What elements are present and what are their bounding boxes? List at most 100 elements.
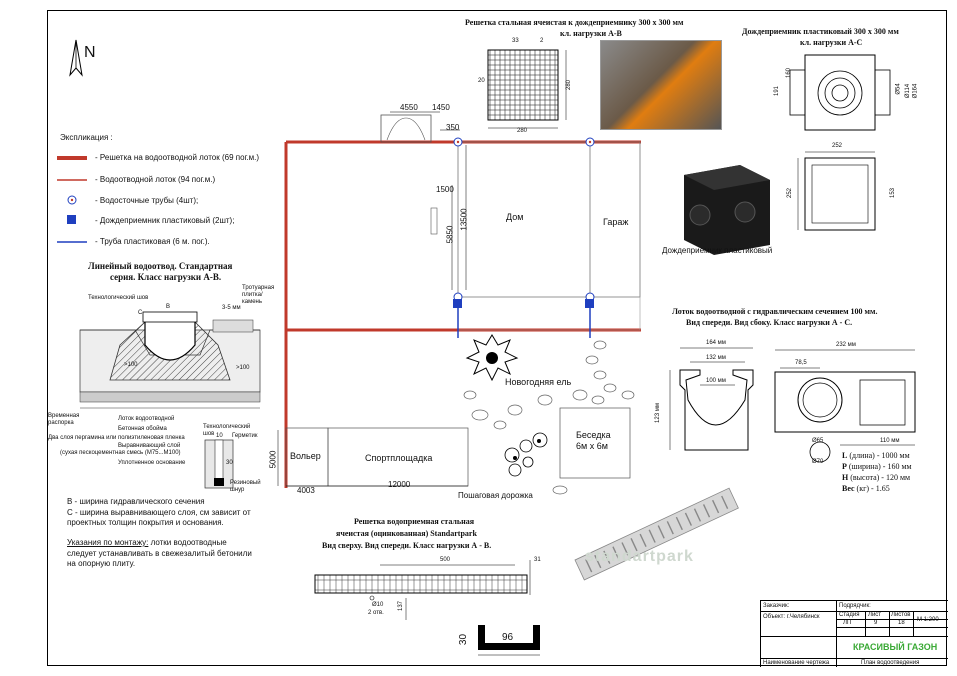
channel-d65: Ø65 [812, 438, 824, 444]
tb-lp: ЛП [843, 620, 852, 626]
legend-item-inlet: - Дождеприемник пластиковый (2шт); [95, 216, 235, 225]
note-mount: Указания по монтажу: лотки водоотводные [67, 538, 227, 547]
drawing-frame [47, 10, 947, 666]
spec-l-key: L [842, 451, 848, 460]
spec-l: L (длина) - 1000 мм [842, 451, 910, 460]
label-beton: Бетонная обойма [118, 426, 167, 432]
label-gazebo-1: Беседка [576, 430, 611, 440]
tb-obyekt: Объект: г.Челябинск [763, 614, 820, 620]
spec-h-key: Н [842, 473, 849, 482]
inlet-d252a: 252 [832, 143, 843, 149]
channel-d164: 164 мм [706, 340, 726, 346]
inlet-d164: Ø164 [912, 83, 919, 99]
dim-12000: 12000 [388, 480, 411, 489]
inlet-photo-caption: Дождеприемник пластиковый [662, 246, 773, 255]
label-upl: Уплотненное основание [118, 460, 186, 466]
note-mount-2: следует устанавливать в свежезалитый бет… [67, 549, 252, 558]
inlet-render [684, 165, 770, 255]
channel-front-drawing [669, 347, 754, 451]
grate-bottom-title-1: Решетка водоприемная стальная [354, 517, 475, 526]
tb-n9: 9 [874, 620, 878, 626]
grate-render [574, 487, 739, 581]
spec-p: Р (ширина) - 160 мм [842, 462, 912, 471]
dim-1500: 1500 [436, 185, 454, 194]
tb-podryadchik: Подрядчик: [839, 603, 871, 609]
grate-d280a: 280 [566, 79, 573, 91]
note-c1: С - ширина выравнивающего слоя, см завис… [67, 508, 251, 517]
channel-cross-section [79, 311, 261, 489]
inlet-title-1: Дождеприемник пластиковый 300 х 300 мм [742, 27, 899, 36]
tb-company: КРАСИВЫЙ ГАЗОН [853, 642, 938, 652]
note-c2: проектных толщин покрытия и основания. [67, 518, 224, 527]
grate-top-title-2: кл. нагрузки А-В [560, 29, 622, 38]
channel-d110: 110 мм [880, 438, 900, 444]
grate-d2-holes: 2 отв. [368, 610, 384, 616]
tb-scale: М 1:200 [917, 617, 939, 623]
label-path: Пошаговая дорожка [458, 491, 533, 500]
label-dim1: 3-5 мм [222, 305, 241, 311]
note-mount-3: на опорную плиту. [67, 559, 136, 568]
spec-h: Н (высота) - 120 мм [842, 473, 910, 482]
dim-350: 350 [446, 123, 460, 132]
label-premium: Временная распорка [48, 413, 80, 426]
inlet-d191: 191 [774, 85, 781, 97]
grate-d33: 33 [512, 38, 519, 44]
legend-item-downpipe: - Водосточные трубы (4шт); [95, 196, 199, 205]
label-aviary: Вольер [290, 451, 321, 461]
label-dim2: >100 [236, 365, 250, 371]
tb-list: Лист [868, 612, 882, 618]
grate-d137: 137 [398, 600, 405, 612]
label-dva-sloya: Два слоя пергамина или полиэтиленовая пл… [48, 435, 185, 441]
dim-13500: 13500 [459, 208, 469, 231]
label-sport: Спортплощадка [365, 453, 433, 463]
label-germetik: Герметик [232, 433, 258, 439]
label-gazebo-2: 6м х 6м [576, 441, 608, 451]
grate-d30: 30 [458, 633, 470, 646]
site-plan [277, 111, 641, 495]
spec-w-key: Вес [842, 484, 855, 493]
spec-h-val: (высота) - 120 мм [848, 473, 911, 482]
label-tech-shov: Технологический шов [88, 295, 149, 301]
north-label: N [84, 44, 96, 61]
label-garage: Гараж [603, 217, 629, 227]
label-trotuar: Тротуарная плитка/ камень [242, 285, 275, 305]
grate-d31: 31 [534, 557, 541, 563]
north-arrow-icon [69, 39, 83, 77]
legend-item-pipe: - Труба пластиковая (6 м. пог.). [95, 237, 210, 246]
bottom-grate-drawing [314, 560, 540, 656]
inlet-title-2: кл. нагрузки А-С [800, 38, 863, 47]
label-dim3: >100 [124, 362, 138, 368]
tb-naim: Наименование чертежа [763, 660, 830, 666]
tb-stadiya: Стадия [839, 612, 860, 618]
note-mount-1: лотки водоотводные [148, 538, 227, 547]
dim-1450: 1450 [432, 103, 450, 112]
inlet-installation-photo [600, 40, 722, 130]
grate-d500: 500 [440, 557, 451, 563]
dim-5000: 5000 [268, 450, 278, 469]
inlet-d54: Ø54 [895, 83, 902, 95]
label-shnur: Резиновый шнур [230, 480, 261, 493]
label-house: Дом [506, 212, 524, 222]
inlet-d160: 160 [786, 67, 793, 79]
label-vyravn: Выравнивающий слой [118, 443, 181, 449]
channel-d70: Ø70 [812, 459, 824, 465]
tb-n18: 18 [898, 620, 905, 626]
channel-d123: 123 мм [654, 403, 661, 423]
legend-item-channel: - Водоотводной лоток (94 пог.м.) [95, 175, 216, 184]
brand-logo: standartpark [585, 548, 694, 565]
dim-4550: 4550 [400, 103, 418, 112]
spec-w-val: (кг) - 1.65 [854, 484, 890, 493]
plastic-inlet-drawing [789, 54, 891, 231]
section-title-1: Линейный водоотвод. Стандартная [88, 261, 233, 271]
channel-d100: 100 мм [706, 378, 726, 384]
tb-plan: План водоотведения [861, 660, 920, 666]
spec-w: Вес (кг) - 1.65 [842, 484, 890, 493]
dim-4003: 4003 [297, 486, 315, 495]
grate-d2: 2 [540, 38, 544, 44]
label-d10: 10 [216, 433, 223, 439]
grate-d280b: 280 [517, 128, 528, 134]
channel-title-2: Вид спереди. Вид сбоку. Класс нагрузки А… [686, 318, 853, 327]
channel-d785: 78,5 [795, 360, 807, 366]
grate-bottom-title-3: Вид сверху. Вид спереди. Класс нагрузки … [322, 541, 492, 550]
